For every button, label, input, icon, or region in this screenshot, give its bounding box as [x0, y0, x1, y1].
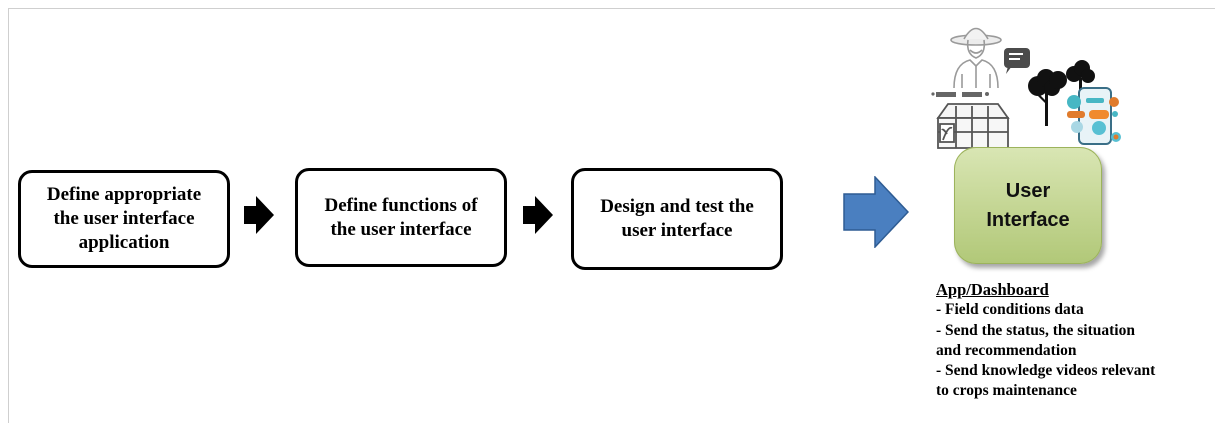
notes-line: - Field conditions data	[936, 301, 1084, 319]
notes-title: App/Dashboard	[936, 280, 1049, 299]
ui-box-label-line: User	[1005, 179, 1051, 202]
step-design-and-test: Design and test the user interface	[571, 168, 783, 270]
step-line: Define functions of	[324, 194, 478, 216]
step-define-functions: Define functions of the user interface	[295, 168, 507, 267]
right-arrow-icon	[523, 196, 553, 234]
right-arrow-icon	[244, 196, 274, 234]
step-line: the user interface	[53, 208, 195, 229]
user-interface-illustration	[931, 27, 1121, 149]
smartphone-icon	[1067, 87, 1121, 145]
step-text: Define functions of the user interface	[324, 194, 477, 242]
app-dashboard-notes: App/Dashboard - Field conditions data - …	[936, 280, 1214, 402]
user-interface-box: User Interface	[954, 147, 1102, 264]
step-line: the user interface	[330, 218, 472, 240]
step-define-ui-application: Define appropriate the user interface ap…	[18, 170, 230, 268]
step-line: application	[78, 232, 170, 253]
chat-bubble-icon	[1004, 48, 1030, 74]
greenhouse-icon	[931, 92, 1010, 149]
step-text: Define appropriate the user interface ap…	[47, 183, 201, 255]
notes-line: and recommendation	[936, 341, 1077, 359]
notes-line: - Send knowledge videos relevant	[936, 362, 1156, 380]
step-text: Design and test the user interface	[600, 195, 754, 243]
frame-top-border	[8, 8, 1215, 9]
step-line: Define appropriate	[46, 184, 202, 205]
notes-line: to crops maintenance	[936, 382, 1077, 400]
notes-line: - Send the status, the situation	[936, 321, 1135, 339]
big-right-arrow-icon	[843, 176, 909, 248]
frame-left-border	[8, 8, 9, 423]
step-line: Design and test the	[600, 196, 754, 217]
ui-box-label-line: Interface	[986, 208, 1070, 231]
step-line: user interface	[621, 220, 733, 241]
farmer-icon	[950, 27, 1002, 89]
